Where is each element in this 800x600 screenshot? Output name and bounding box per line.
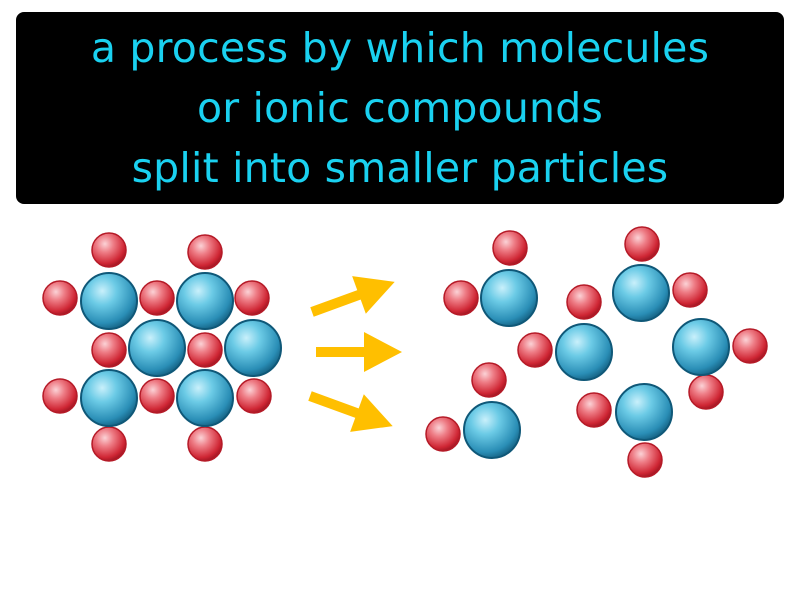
small-particle — [139, 378, 175, 414]
small-particle — [91, 232, 127, 268]
small-particle — [471, 362, 507, 398]
definition-line-2: or ionic compounds — [196, 84, 604, 132]
large-particle — [672, 318, 730, 376]
large-particle — [224, 319, 282, 377]
small-particle — [42, 280, 78, 316]
definition-line-3: split into smaller particles — [131, 144, 669, 192]
large-particle — [80, 272, 138, 330]
small-particle — [517, 332, 553, 368]
small-particle — [425, 416, 461, 452]
small-particle — [187, 332, 223, 368]
large-particle — [176, 272, 234, 330]
small-particle — [688, 374, 724, 410]
small-particle — [492, 230, 528, 266]
small-particle — [566, 284, 602, 320]
large-particle — [480, 269, 538, 327]
large-particle — [615, 383, 673, 441]
large-particle — [176, 369, 234, 427]
small-particle — [627, 442, 663, 478]
definition-banner: a process by which molecules or ionic co… — [16, 12, 784, 204]
dissociation-illustration — [42, 226, 768, 478]
small-particle — [732, 328, 768, 364]
small-particle — [624, 226, 660, 262]
arrow-up-right — [310, 276, 395, 317]
large-particle — [463, 401, 521, 459]
small-particle — [672, 272, 708, 308]
small-particle — [91, 332, 127, 368]
arrow-down-right — [308, 391, 393, 432]
large-particle — [612, 264, 670, 322]
small-particle — [443, 280, 479, 316]
small-particle — [576, 392, 612, 428]
small-particle — [91, 426, 127, 462]
arrow-right — [316, 332, 402, 372]
large-particle — [128, 319, 186, 377]
definition-line-1: a process by which molecules — [90, 24, 710, 72]
small-particle — [139, 280, 175, 316]
reaction-arrows — [308, 276, 402, 432]
dissociated-particles — [425, 226, 768, 478]
small-particle — [236, 378, 272, 414]
small-particle — [187, 426, 223, 462]
large-particle — [555, 323, 613, 381]
small-particle — [42, 378, 78, 414]
intact-cluster — [42, 232, 282, 462]
large-particle — [80, 369, 138, 427]
small-particle — [234, 280, 270, 316]
small-particle — [187, 234, 223, 270]
